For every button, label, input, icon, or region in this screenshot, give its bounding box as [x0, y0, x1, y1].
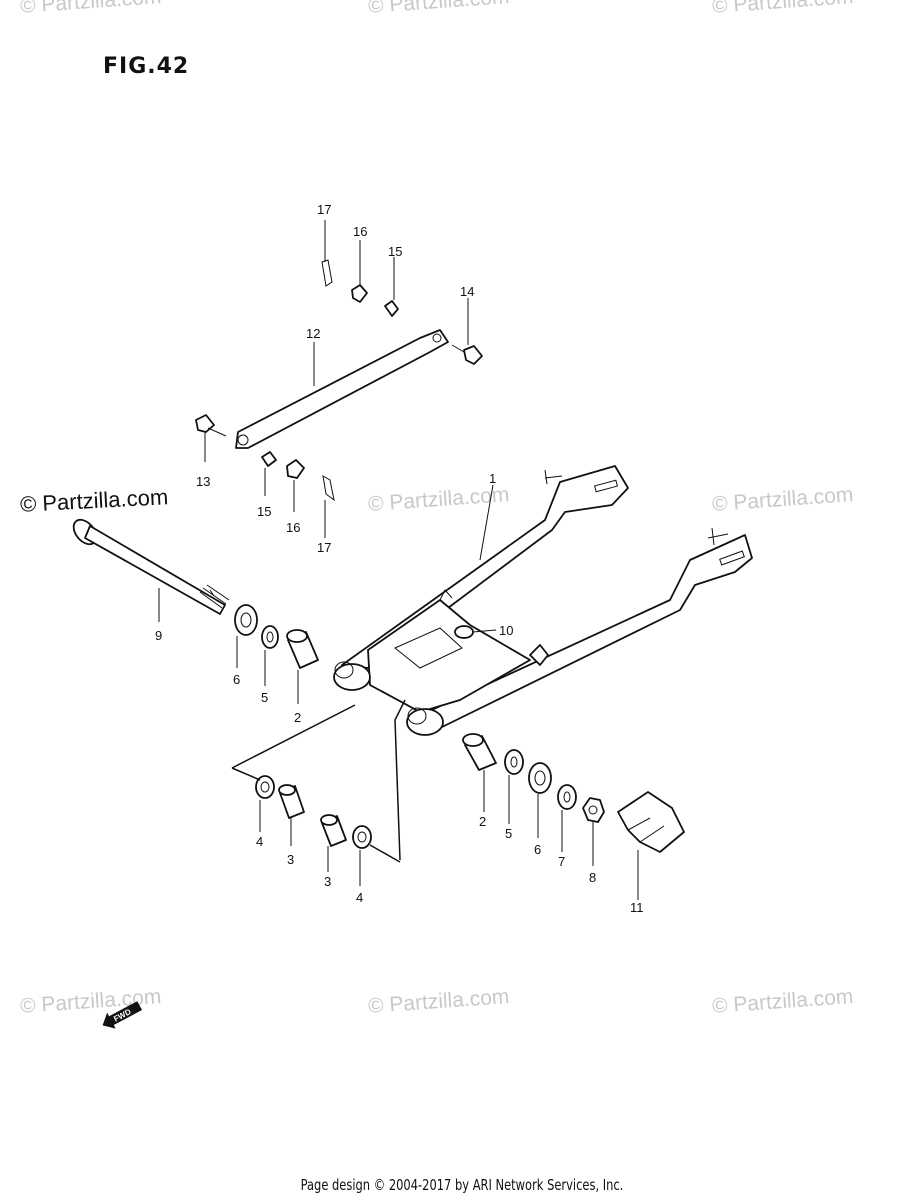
nut-15b: [261, 451, 277, 467]
callout-10: 10: [499, 623, 513, 638]
callout-5: 5: [261, 690, 268, 705]
pivot-shaft: [72, 518, 230, 615]
cotter-pin-17a: [321, 259, 333, 287]
dust-seal-left: [234, 604, 258, 636]
swingarm: [333, 465, 753, 736]
page-footer: Page design © 2004-2017 by ARI Network S…: [300, 1176, 624, 1194]
callout-9: 9: [155, 628, 162, 643]
callout-4: 4: [256, 834, 263, 849]
bolt-14: [463, 345, 483, 365]
callout-17: 17: [317, 202, 331, 217]
callout-16: 16: [353, 224, 367, 239]
callout-3: 3: [287, 852, 294, 867]
pivot-nut: [582, 797, 605, 823]
callout-2: 2: [479, 814, 486, 829]
callout-13: 13: [196, 474, 210, 489]
callout-14: 14: [460, 284, 474, 299]
callout-1: 1: [489, 471, 496, 486]
oil-seal-b: [352, 825, 372, 849]
washer-7: [557, 784, 577, 810]
callout-15: 15: [388, 244, 402, 259]
callout-7: 7: [558, 854, 565, 869]
callout-11: 11: [630, 900, 644, 915]
dust-seal-right: [528, 762, 552, 794]
callout-16: 16: [286, 520, 300, 535]
fwd-arrow-icon: FWD: [102, 1001, 143, 1029]
nut-10: [454, 625, 474, 639]
callout-8: 8: [589, 870, 596, 885]
callout-6: 6: [233, 672, 240, 687]
chain-buffer: [617, 791, 685, 853]
nut-16b: [286, 459, 305, 479]
cotter-pin-17b: [322, 475, 335, 502]
callout-5: 5: [505, 826, 512, 841]
callout-15: 15: [257, 504, 271, 519]
oil-seal-a: [255, 775, 275, 799]
washer-left: [261, 625, 279, 649]
nut-15a: [384, 300, 399, 317]
callout-12: 12: [306, 326, 320, 341]
callout-2: 2: [294, 710, 301, 725]
callout-17: 17: [317, 540, 331, 555]
washer-right: [504, 749, 524, 775]
torque-rod: [235, 329, 449, 449]
callout-3: 3: [324, 874, 331, 889]
figure-title: FIG.42: [103, 54, 190, 79]
callout-6: 6: [534, 842, 541, 857]
nut-16a: [351, 284, 368, 303]
callout-4: 4: [356, 890, 363, 905]
